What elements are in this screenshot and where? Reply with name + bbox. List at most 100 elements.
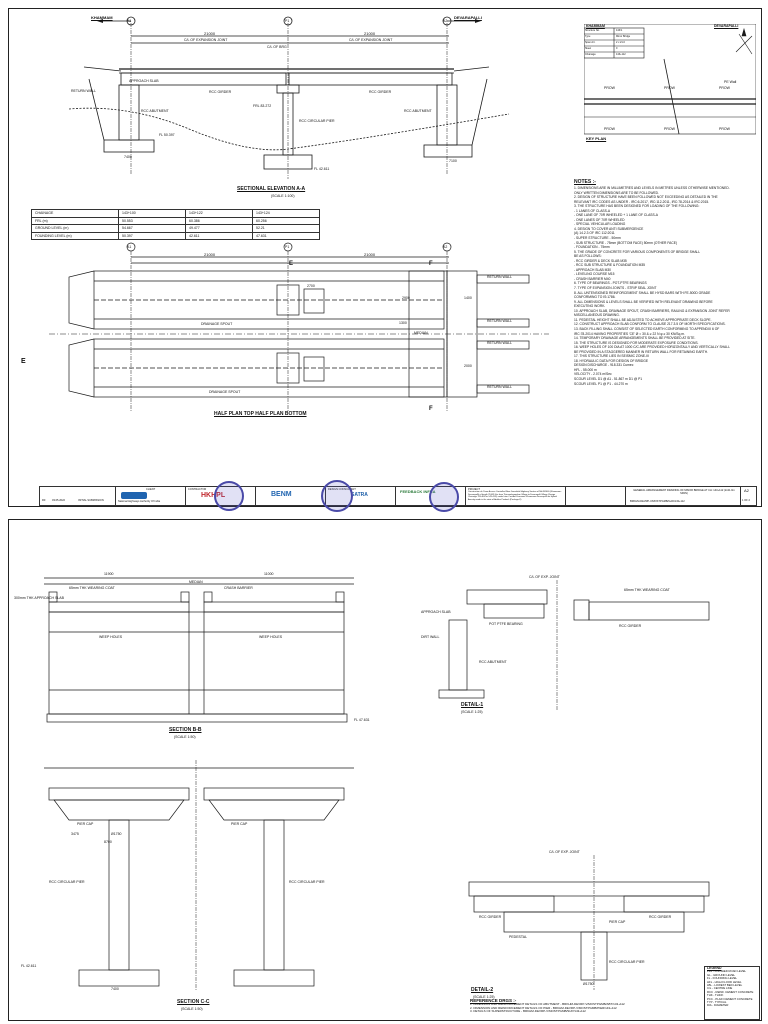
dim-2900: 2900 bbox=[402, 296, 410, 300]
support-a1-label: A1 bbox=[127, 19, 132, 23]
revision-block: R0 03.05.2022 INITIAL SUBMISSION bbox=[40, 487, 115, 505]
approval-stamp-icon bbox=[214, 481, 244, 511]
key-plan-map bbox=[584, 24, 756, 135]
rev-desc: INITIAL SUBMISSION bbox=[78, 499, 104, 502]
reference-item: 3. DETAILS OF SUPERSTRUCTURE - BRKHM-DEV… bbox=[470, 1010, 586, 1014]
d1-wearing-coat: 65mm THK WEARING COAT bbox=[624, 588, 670, 592]
cc-d7400: 7400 bbox=[111, 987, 119, 991]
note-line: HFL - 55.000 m bbox=[574, 367, 597, 372]
bb-median: MEDIAN bbox=[189, 580, 203, 584]
label-return-wall-p3: RETURN WALL bbox=[487, 341, 512, 345]
cc-fl: FL 42.611 bbox=[21, 964, 37, 968]
note-line: BE PROVIDED IN A STAGGERED MANNER IN RET… bbox=[574, 349, 709, 354]
bb-weep-holes: WEEP HOLES bbox=[99, 635, 123, 639]
approval-stamp-icon bbox=[429, 482, 459, 512]
label-rcc-girder-2: RCC GIRDER bbox=[369, 90, 392, 94]
plan-span-right: 21000 bbox=[364, 252, 376, 257]
d1-pot-brg: POT PTFE BEARING bbox=[489, 622, 523, 626]
cc-circular-pier-2: RCC CIRCULAR PIER bbox=[289, 880, 325, 884]
kp-info-key: Type bbox=[585, 35, 591, 38]
kp-info-key: Skew bbox=[585, 47, 592, 50]
reference-title: REFERENCE DRGS :- bbox=[470, 998, 517, 1003]
note-line: 4. DESIGN TO COVER ANTI SUBMERGENCE bbox=[574, 226, 644, 231]
note-line: 9. ALL DIMENSIONS & LEVELS SHALL BE VERI… bbox=[574, 299, 713, 304]
kp-info-val: 2 x 21.0 bbox=[616, 41, 625, 44]
bb-dim-11000: 11000 bbox=[264, 572, 274, 576]
label-rcc-girder: RCC GIRDER bbox=[209, 90, 232, 94]
kp-prow-5: PROW bbox=[664, 127, 675, 131]
label-frl: FRL 83.272 bbox=[253, 104, 272, 108]
kp-info-val: 143/1 bbox=[616, 29, 623, 32]
plan-label-e-top: E bbox=[289, 261, 294, 267]
note-line: - 1 LANES OF CLASS-A bbox=[574, 208, 611, 213]
d1-rcc-abutment: RCC ABUTMENT bbox=[479, 660, 507, 664]
dim-7100: 7100 bbox=[449, 159, 457, 163]
benm-logo: BENM bbox=[271, 491, 292, 498]
note-line: SCOUR LEVEL D1 @ A1 - 51.867 m D1 @ P1 bbox=[574, 376, 643, 381]
d2-rcc-girder: RCC GIRDER bbox=[479, 915, 502, 919]
dim-1300: 1300 bbox=[399, 321, 407, 325]
legend-item: HFL - HIGH FLOOD LEVEL bbox=[707, 980, 742, 984]
d2-circular-pier: RCC CIRCULAR PIER bbox=[609, 960, 645, 964]
note-line: 8. ALL UNTENSIONED REINFORCEMENT SHALL B… bbox=[574, 290, 711, 295]
kp-info-key: Structure No. bbox=[585, 29, 600, 32]
note-line: SCOUR LEVEL P1 @ P1 - 44.270 m bbox=[574, 381, 628, 386]
note-line: 12. CONSTRUCT APPROACH SLAB CONFORM TO C… bbox=[574, 322, 726, 327]
note-line: 15. THE STRUCTURE IS DESIGNED FOR MODERA… bbox=[574, 340, 699, 345]
note-line: (A) 14.2.3 OF IRC 112:2011 bbox=[574, 231, 615, 236]
kp-info-key: Span Arr. bbox=[585, 41, 596, 44]
note-line: - ONE LANES OF 70R WHEELED bbox=[574, 217, 625, 222]
kp-info-val: 0 bbox=[616, 47, 618, 50]
label-drainage-spout: DRAINAGE SPOUT bbox=[201, 322, 233, 326]
cc-d8700: 8700 bbox=[104, 840, 112, 844]
client-name: National Highways Authority Of India bbox=[118, 500, 161, 503]
project-text: Construction of 4 lane Access Controlled… bbox=[468, 491, 562, 501]
note-line: - SUPER STRUCTURE - 50mm bbox=[574, 236, 621, 241]
kp-prow-3: PROW bbox=[719, 86, 730, 90]
dim-2700: 2700 bbox=[307, 284, 315, 288]
legend: LEGEND FRL - FINISHED ROAD LEVEL GL - GR… bbox=[704, 966, 760, 1020]
key-plan: KHAMMAM DEVARAPALLI Structure No. 143/1 … bbox=[584, 24, 756, 174]
note-line: 17. THIS STRUCTURE LIES IN SEISMIC ZONE-… bbox=[574, 354, 649, 359]
kp-prow-4: PROW bbox=[604, 127, 615, 131]
note-line: 16. WEEP HOLES OF 100 DIA AT 1000 C/C AR… bbox=[574, 345, 730, 350]
detail-2-title: DETAIL-2 bbox=[471, 987, 494, 993]
d2-exp-joint: C/L OF EXP. JOINT bbox=[549, 850, 580, 854]
section-cc-title: SECTION C-C bbox=[177, 999, 210, 1005]
label-return-wall: RETURN WALL bbox=[71, 89, 96, 93]
note-line: EXECUTING WORK. bbox=[574, 304, 606, 309]
label-approach-slab: APPROACH SLAB bbox=[129, 79, 159, 83]
detail-1-title: DETAIL-1 bbox=[461, 702, 484, 708]
kp-prow-1: PROW bbox=[604, 86, 615, 90]
drawing-title: GENERAL ARRANGEMENT DRAWING OF MINOR BRI… bbox=[633, 489, 735, 495]
client-block: CLIENT National Highways Authority Of In… bbox=[115, 487, 186, 505]
bb-fl: FL 47.631 bbox=[354, 718, 370, 722]
note-line: DESIGN DISCHARGE - 918.331 Cumec bbox=[574, 363, 634, 368]
legend-item: PCC - PLAIN CEMENT CONCRETE bbox=[707, 997, 753, 1001]
contractor-block: CONTRACTOR HKHPL bbox=[185, 487, 256, 505]
legend-item: GL - GROUND LEVEL bbox=[707, 973, 736, 977]
contractor-label: CONTRACTOR bbox=[188, 488, 207, 491]
sheet-number: 1 OF 2 bbox=[742, 499, 750, 502]
cc-d3475: 3475 bbox=[71, 832, 79, 836]
plan-label-e-left: E bbox=[21, 358, 26, 365]
cc-circular-pier: RCC CIRCULAR PIER bbox=[49, 880, 85, 884]
general-notes: NOTES :- 1. DIMENSIONS ARE IN MILLIMETRE… bbox=[574, 179, 757, 484]
drawing-number: BRKHM-DEVRP-V/MOSTPGMB/GAD/143+112 bbox=[630, 500, 685, 503]
detail-2-scale: (SCALE 1:25) bbox=[473, 995, 495, 999]
d1-dirt-wall: DIRT WALL bbox=[421, 635, 440, 639]
note-line: 2. DESIGN OF STRUCTURE HAVE BEEN FOLLOWE… bbox=[574, 195, 718, 200]
note-line: - SUB STRUCTURE - 75mm (BOTTOM FACE) 50m… bbox=[574, 240, 678, 245]
legend-item: LBL - LOWEST BED LEVEL bbox=[707, 984, 743, 988]
sectional-elevation-drawing bbox=[68, 16, 510, 179]
note-line: 6. TYPE OF BEARINGS - POT-PTFE BEARINGS bbox=[574, 281, 647, 286]
span-right-dim: 21000 bbox=[364, 31, 376, 36]
kp-prow-6: PROW bbox=[719, 127, 730, 131]
note-line: 5. THE GRADE OF CONCRETE FOR VARIOUS COM… bbox=[574, 249, 701, 254]
dim-7400: 7400 bbox=[124, 155, 132, 159]
note-line: - LEVELING COURSE M15 bbox=[574, 272, 615, 277]
label-drainage-spout-2: DRAINAGE SPOUT bbox=[209, 390, 241, 394]
label-rcc-abutment-2: RCC ABUTMENT bbox=[404, 109, 432, 113]
dim-2000: 2000 bbox=[464, 364, 472, 368]
reference-item: 1. DIMENSION AND REINFORCEMENT DETAILS O… bbox=[470, 1003, 625, 1006]
